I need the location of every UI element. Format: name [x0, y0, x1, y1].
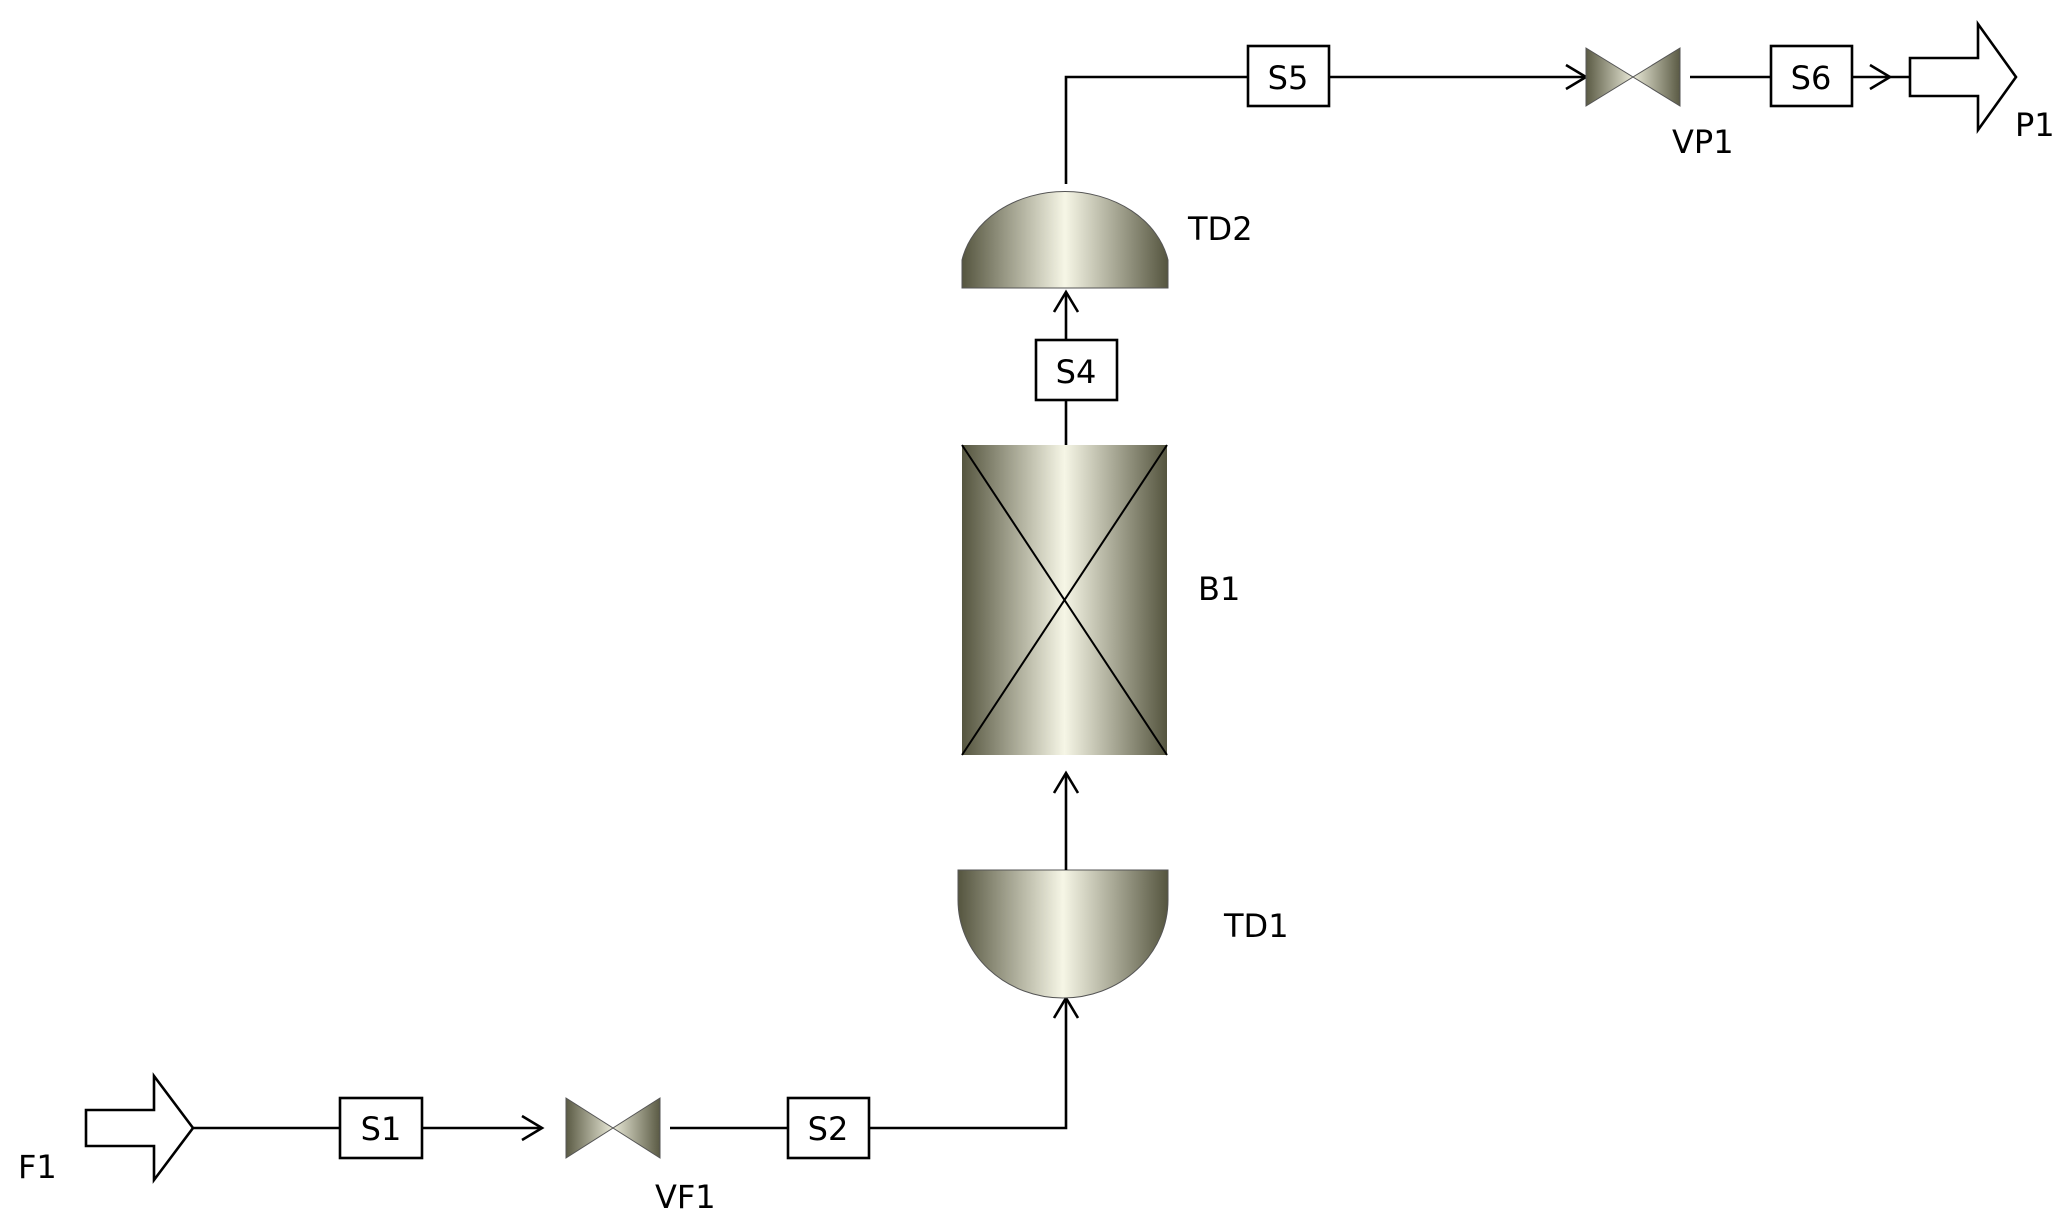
arrowhead-td2-inlet — [1052, 289, 1080, 313]
vessel-head-td2-label: TD2 — [1187, 210, 1253, 248]
valve-vp1-label: VP1 — [1672, 123, 1734, 161]
valve-vf1[interactable] — [565, 1097, 661, 1159]
pipe-td2-s5 — [1064, 75, 1248, 184]
product-arrow-p1[interactable] — [1908, 19, 2018, 135]
arrowhead-vf1-inlet — [521, 1114, 545, 1142]
feed-arrow-f1[interactable] — [84, 1072, 195, 1184]
arrowhead-b1-inlet — [1052, 770, 1080, 794]
stream-s1[interactable]: S1 — [338, 1096, 424, 1160]
stream-s4[interactable]: S4 — [1034, 338, 1119, 402]
stream-s1-label: S1 — [361, 1110, 402, 1148]
valve-vf1-label: VF1 — [655, 1178, 716, 1216]
pipe-s2-td1 — [869, 1000, 1068, 1130]
arrowhead-p1-inlet — [1869, 63, 1893, 91]
vessel-head-td2[interactable] — [961, 191, 1169, 289]
product-label: P1 — [2015, 106, 2055, 144]
feed-label: F1 — [18, 1148, 57, 1186]
column-b1[interactable] — [961, 444, 1168, 756]
vessel-head-td1[interactable] — [957, 869, 1169, 999]
stream-s6-label: S6 — [1791, 59, 1832, 97]
vessel-head-td1-label: TD1 — [1223, 907, 1289, 945]
stream-s5-label: S5 — [1268, 59, 1309, 97]
stream-s2[interactable]: S2 — [786, 1096, 871, 1160]
stream-s4-label: S4 — [1056, 353, 1097, 391]
stream-s5[interactable]: S5 — [1246, 44, 1331, 108]
stream-s6[interactable]: S6 — [1769, 44, 1854, 108]
column-b1-label: B1 — [1198, 570, 1240, 608]
stream-s2-label: S2 — [808, 1110, 849, 1148]
valve-vp1[interactable] — [1585, 47, 1681, 107]
